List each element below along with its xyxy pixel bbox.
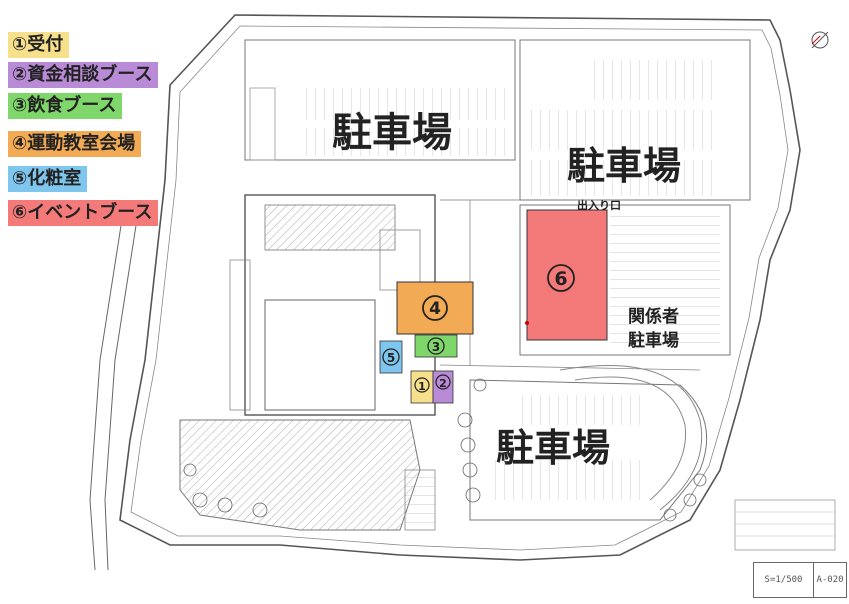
zone-2-number: 2 (439, 377, 447, 390)
drawing-title-block: S=1/500 A-020 (753, 562, 847, 598)
garden-area (179, 419, 421, 531)
parking-label-top-right: 駐車場 (567, 144, 682, 188)
zone-markers (382, 264, 575, 393)
sheet-number: A-020 (816, 575, 844, 585)
parking-lot-top-left (244, 39, 516, 161)
legend-reception: ①受付 (8, 32, 70, 58)
legend-consult-booth: ②資金相談ブース (8, 62, 159, 88)
zone-4-exercise-venue (396, 281, 474, 335)
parking-lot-staff (519, 204, 731, 356)
zone-1-number: 1 (418, 380, 426, 393)
site-boundary-inner (130, 25, 789, 551)
zone-6-number: 6 (554, 268, 567, 290)
left-road (89, 199, 126, 571)
zone-4-number: 4 (429, 299, 441, 319)
zone-3-food-booth (414, 334, 458, 358)
zone-3-number: 3 (432, 340, 440, 354)
scale-text: S=1/500 (754, 563, 814, 597)
legend-restroom: ⑤化粧室 (8, 166, 88, 192)
zone-5-restroom (379, 340, 403, 374)
parking-lot-top-right (519, 39, 751, 201)
staff-parking-label-line2: 駐車場 (628, 331, 679, 351)
zone-5-number: 5 (387, 351, 395, 365)
legend-exercise-venue: ④運動教室会場 (8, 131, 142, 157)
legend-food-booth: ③飲食ブース (8, 93, 123, 119)
parking-label-top-left: 駐車場 (332, 110, 452, 156)
compass-icon (811, 31, 829, 49)
zone-6-event-booth (526, 209, 608, 341)
site-boundary (119, 14, 801, 561)
staff-parking-label-line1: 関係者 (628, 307, 679, 327)
entrance-label: 出入り口 (577, 199, 621, 212)
legend-event-booth: ⑥イベントブース (8, 200, 159, 226)
parking-lot-bottom (469, 379, 708, 521)
trees (183, 378, 707, 522)
parking-label-bottom: 駐車場 (496, 426, 611, 470)
zone-2-consult-booth (432, 370, 454, 404)
